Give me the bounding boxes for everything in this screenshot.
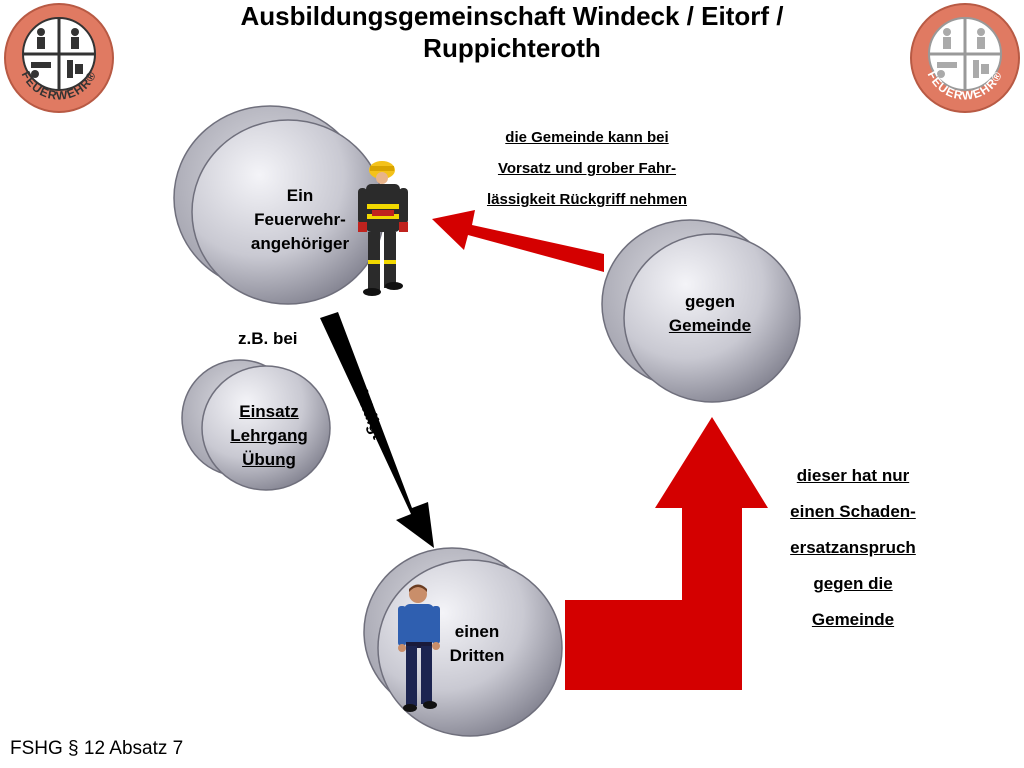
note-claim: dieser hat nur einen Schaden- ersatzansp… [770, 458, 936, 638]
firefighter-icon [358, 161, 408, 296]
fire-brigade-logo-left: FEUERWEHR® [3, 2, 115, 114]
activity-uebung: Übung [242, 450, 296, 469]
disc-community-line-2: Gemeinde [668, 316, 752, 335]
activity-einsatz: Einsatz [239, 402, 299, 421]
disc-member-line-2: Feuerwehr- [254, 210, 346, 229]
disc-member-label: Ein Feuerwehr- angehöriger [230, 184, 370, 256]
note-recourse-line-3: lässigkeit Rückgriff nehmen [486, 191, 688, 208]
disc-activities-label: Einsatz Lehrgang Übung [204, 400, 334, 472]
page-title: Ausbildungsgemeinschaft Windeck / Eitorf… [240, 1, 784, 63]
footer-legal-reference: FSHG § 12 Absatz 7 [10, 738, 184, 759]
example-label: z.B. bei [238, 329, 298, 348]
note-recourse-line-1: die Gemeinde kann bei [505, 129, 669, 146]
disc-member-line-3: angehöriger [250, 234, 350, 253]
recourse-arrow [432, 210, 604, 272]
disc-member-line-1: Ein [286, 186, 314, 205]
note-claim-line-2: einen Schaden- [790, 502, 916, 521]
claim-arrow [565, 417, 768, 690]
disc-community [601, 219, 801, 403]
disc-community-line-1: gegen [684, 292, 736, 311]
disc-third-line-2: Dritten [449, 646, 505, 665]
note-claim-line-5: Gemeinde [811, 610, 895, 629]
damage-arrow-label: schädigt [345, 370, 388, 442]
note-recourse: die Gemeinde kann bei Vorsatz und grober… [462, 122, 712, 215]
damage-arrow [320, 312, 434, 548]
fire-brigade-logo-right: FEUERWEHR® [909, 2, 1021, 114]
note-claim-line-3: ersatzanspruch [790, 538, 916, 557]
note-claim-line-4: gegen die [813, 574, 893, 593]
disc-third-line-1: einen [454, 622, 500, 641]
activity-lehrgang: Lehrgang [230, 426, 308, 445]
disc-community-label: gegen Gemeinde [640, 290, 780, 338]
disc-activities [181, 359, 331, 491]
person-icon [398, 584, 440, 712]
note-claim-line-1: dieser hat nur [796, 466, 910, 485]
note-recourse-line-2: Vorsatz und grober Fahr- [497, 160, 677, 177]
disc-third-label: einen Dritten [422, 620, 532, 668]
